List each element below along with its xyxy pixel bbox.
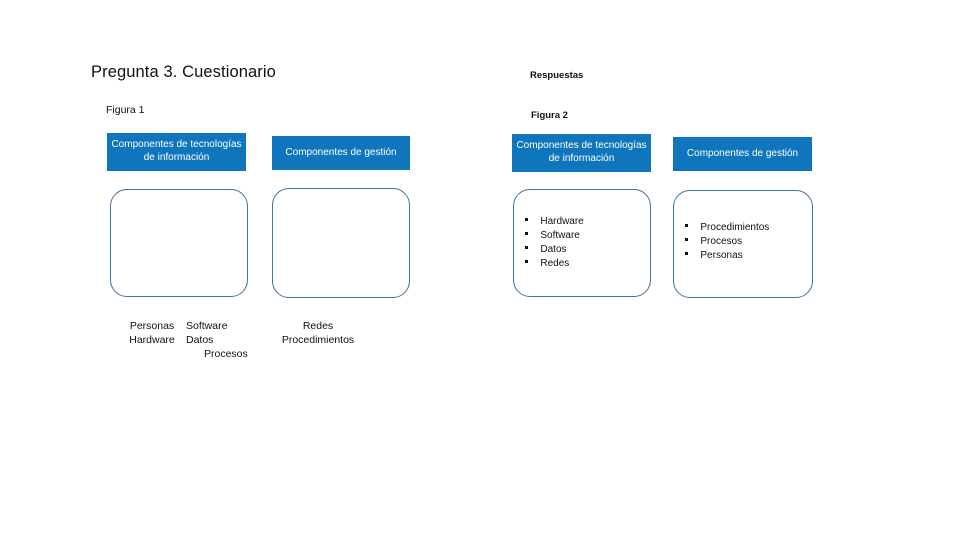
figure1-header-gestion: Componentes de gestión: [272, 136, 410, 170]
caption-line: Datos: [186, 333, 214, 346]
bullet-square-icon: [525, 217, 529, 221]
bullet-square-icon: [525, 259, 529, 263]
list-item: Personas: [685, 249, 769, 263]
page-title: Pregunta 3. Cuestionario: [91, 63, 276, 81]
bullet-square-icon: [685, 251, 689, 255]
figure1-empty-box-tecnologias: [110, 189, 248, 297]
figure2-list-gestion: Procedimientos Procesos Personas: [685, 221, 769, 263]
list-item-label: Datos: [540, 244, 567, 255]
list-item-label: Procesos: [700, 236, 743, 247]
bullet-square-icon: [685, 237, 689, 241]
figure1-caption-column-3: Redes Procedimientos: [258, 320, 378, 348]
list-item: Procesos: [685, 235, 769, 249]
list-item-label: Software: [540, 230, 580, 241]
list-item-label: Hardware: [540, 216, 584, 227]
caption-line: Procesos: [204, 347, 248, 360]
bullet-square-icon: [525, 245, 529, 249]
figure-2-label: Figura 2: [531, 110, 568, 121]
figure1-caption-column-1: Personas Hardware: [106, 320, 198, 348]
figure1-header-tecnologias: Componentes de tecnologías de informació…: [107, 133, 246, 171]
figure2-header-gestion: Componentes de gestión: [673, 137, 812, 171]
list-item-label: Redes: [540, 258, 570, 269]
figure2-answer-box-gestion: [673, 190, 813, 298]
caption-line: Procedimientos: [281, 333, 355, 346]
answers-heading: Respuestas: [530, 70, 584, 81]
figure2-answer-box-tecnologias: [513, 189, 651, 297]
figure2-list-tecnologias: Hardware Software Datos Redes: [525, 215, 584, 271]
bullet-square-icon: [685, 223, 689, 227]
list-item: Procedimientos: [685, 221, 769, 235]
figure1-empty-box-gestion: [272, 188, 410, 298]
list-item-label: Procedimientos: [700, 222, 770, 233]
list-item: Redes: [525, 257, 584, 271]
figure-1-label: Figura 1: [106, 104, 145, 116]
list-item: Datos: [525, 243, 584, 257]
bullet-square-icon: [525, 231, 529, 235]
caption-line: Redes: [302, 320, 334, 332]
list-item: Software: [525, 229, 584, 243]
figure2-header-tecnologias: Componentes de tecnologías de informació…: [512, 134, 651, 172]
caption-line: Personas: [129, 320, 175, 332]
figure1-caption-column-2: Software Datos Procesos: [186, 320, 278, 361]
list-item: Hardware: [525, 215, 584, 229]
list-item-label: Personas: [700, 250, 743, 261]
caption-line: Software: [186, 320, 228, 332]
caption-line: Hardware: [129, 333, 175, 346]
